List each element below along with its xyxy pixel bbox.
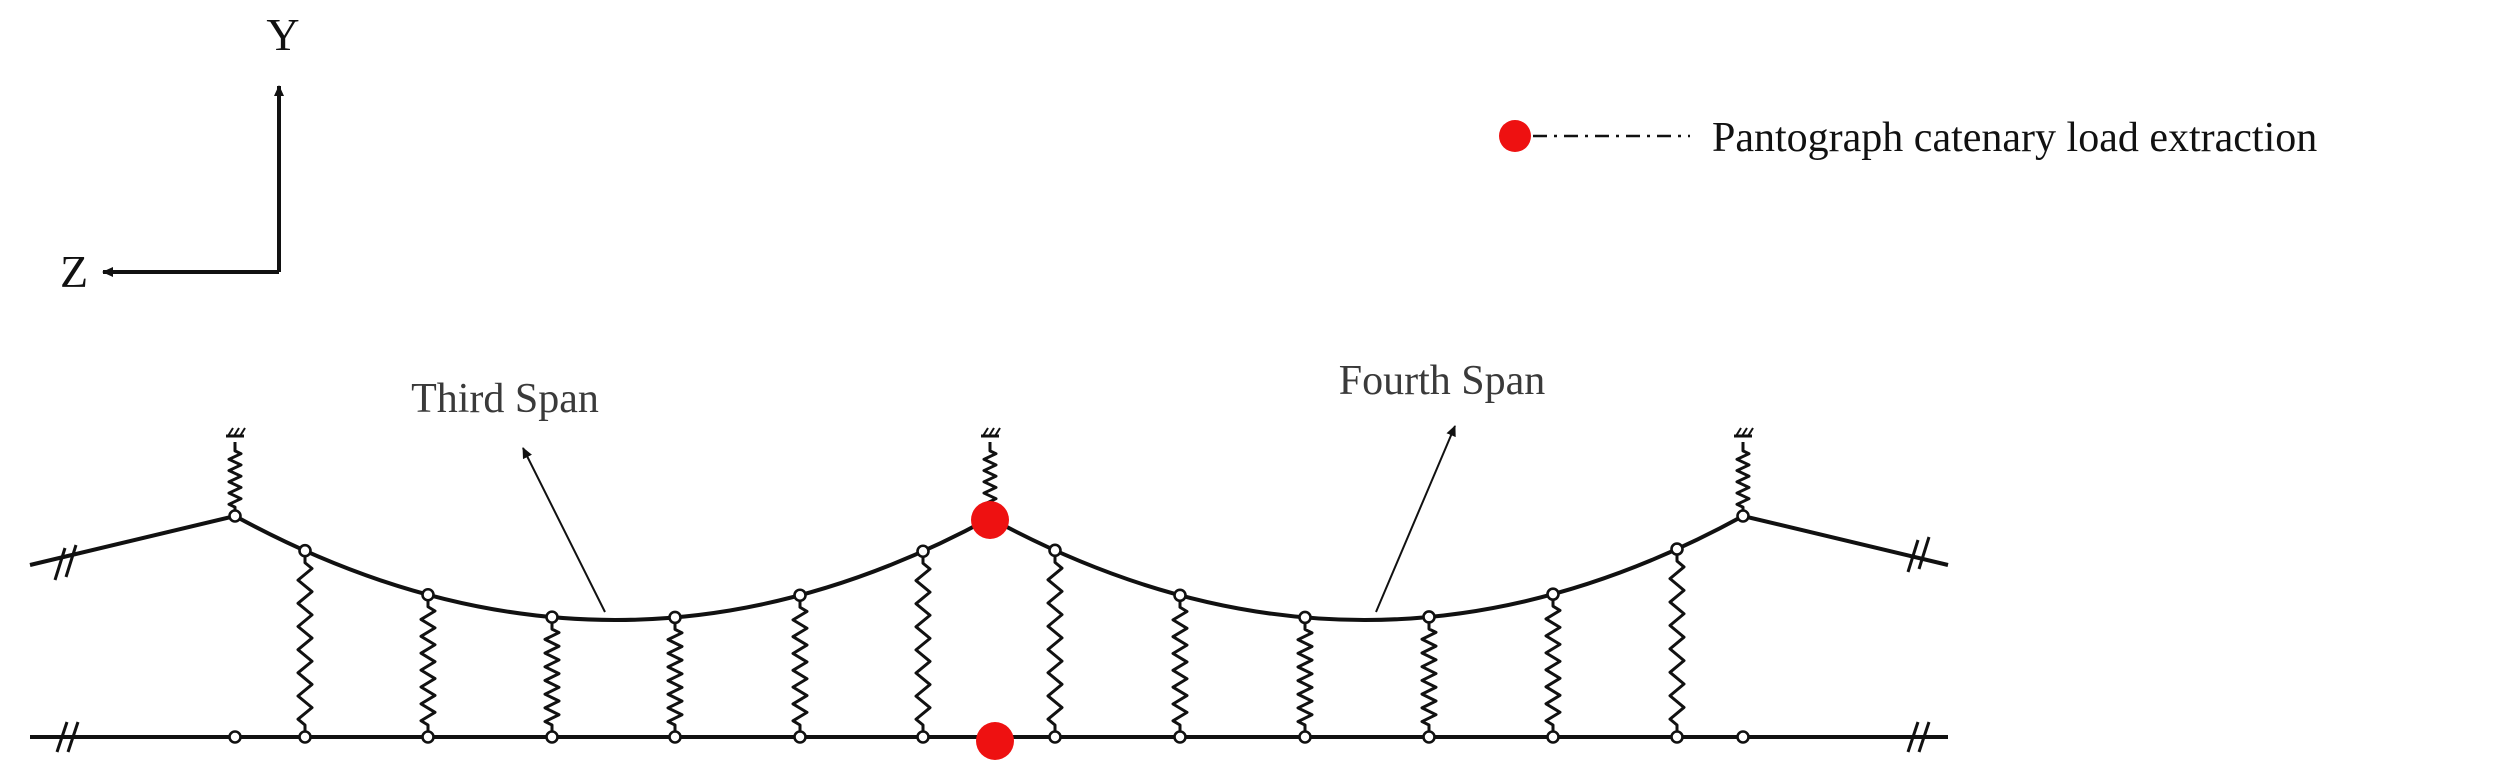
messenger-break-left [53, 544, 78, 581]
dropper-2 [419, 594, 437, 737]
pole-support-3 [1734, 427, 1754, 516]
z-axis-label: Z [60, 246, 88, 297]
contact-node [1422, 730, 1436, 744]
messenger-node [298, 543, 312, 558]
pole-supports [226, 427, 1754, 516]
coordinate-axes: Y Z [60, 9, 300, 297]
ground-hatch [233, 427, 240, 437]
messenger-node [545, 610, 559, 624]
contact-node [1298, 730, 1312, 744]
dropper-5 [791, 595, 809, 737]
dropper-1 [296, 550, 314, 737]
dropper-11 [1544, 594, 1562, 737]
messenger-node [228, 509, 242, 523]
contact-node [916, 730, 930, 744]
load-point-messenger [971, 501, 1009, 539]
contact-node [1173, 730, 1187, 744]
dropper-8 [1171, 595, 1189, 737]
support-spring [227, 442, 243, 516]
legend-label: Pantograph catenary load extraction [1712, 115, 2317, 161]
ground-hatch [982, 427, 989, 437]
dropper-12 [1668, 549, 1686, 737]
ground-hatch [1747, 427, 1754, 437]
fourth-span-label: Fourth Span [1339, 358, 1546, 404]
contact-break-right [1906, 721, 1931, 753]
dropper-3 [543, 617, 561, 737]
contact-node [228, 730, 242, 744]
contact-node [298, 730, 312, 744]
dropper-9 [1296, 617, 1314, 737]
contact-node [1736, 730, 1750, 744]
third-span-label: Third Span [411, 376, 599, 422]
messenger-break-right [1906, 536, 1931, 573]
contact-break-left [55, 721, 80, 753]
third-span-arrow [522, 447, 606, 613]
ground-hatch [988, 427, 995, 437]
ground-hatch [994, 427, 1001, 437]
messenger-node [421, 587, 435, 602]
ground-hatch [1735, 427, 1742, 437]
messenger-node [1670, 542, 1684, 556]
contact-nodes [228, 730, 1750, 744]
contact-node [1546, 730, 1560, 744]
messenger-node [1422, 610, 1436, 624]
messenger-node [668, 610, 682, 625]
messenger-node [1546, 587, 1560, 601]
legend-marker [1499, 120, 1531, 152]
third-span-annotation: Third Span [411, 376, 606, 613]
ground-hatch [227, 427, 234, 437]
dropper-4 [666, 617, 684, 737]
y-axis-label: Y [266, 9, 299, 60]
dropper-7 [1046, 550, 1064, 737]
contact-node [545, 730, 559, 744]
contact-node [1048, 730, 1062, 744]
messenger-node [1048, 543, 1062, 558]
fourth-span-annotation: Fourth Span [1339, 358, 1546, 613]
ground-hatch [239, 427, 246, 437]
support-spring [1735, 442, 1751, 516]
messenger-node [916, 544, 930, 559]
contact-node [1670, 730, 1684, 744]
messenger-nodes [228, 509, 1750, 625]
ground-hatch [1741, 427, 1748, 437]
fourth-span-arrow [1375, 425, 1456, 613]
messenger-node [1298, 610, 1312, 625]
droppers [296, 549, 1686, 737]
dropper-6 [914, 551, 932, 737]
contact-node [668, 730, 682, 744]
contact-node [421, 730, 435, 744]
contact-node [793, 730, 807, 744]
load-point-contact [976, 722, 1014, 760]
messenger-node [1736, 509, 1750, 523]
pole-support-1 [226, 427, 246, 516]
dropper-10 [1420, 616, 1438, 737]
messenger-node [793, 588, 807, 603]
legend: Pantograph catenary load extraction [1499, 115, 2317, 161]
messenger-node [1173, 588, 1187, 603]
